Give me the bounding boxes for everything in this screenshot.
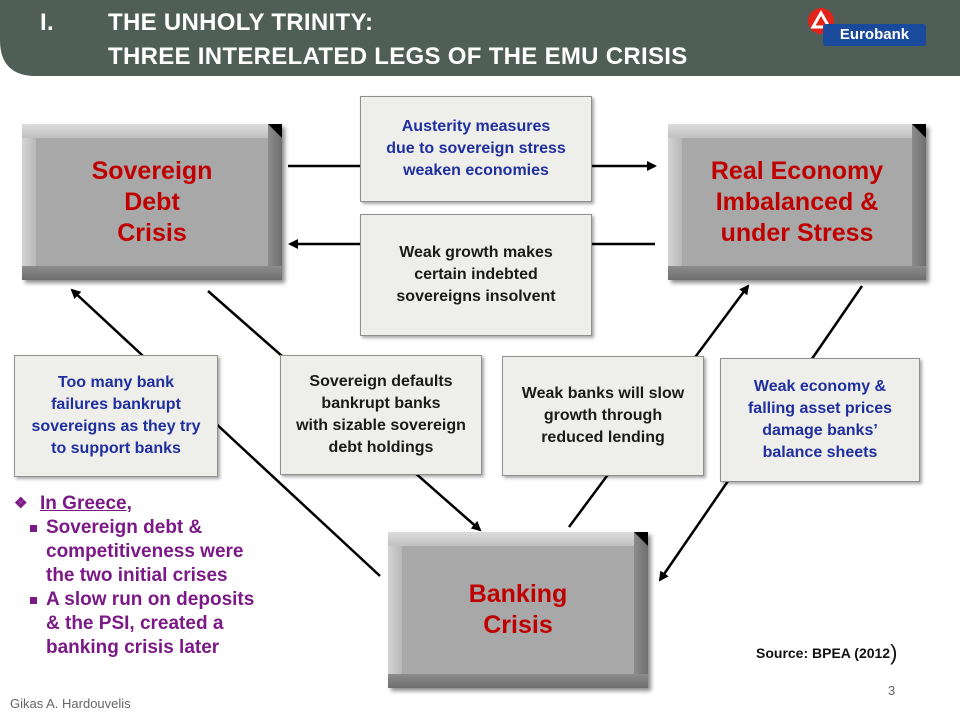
weak-banks-line-2: growth through	[543, 407, 663, 424]
greece-item-1-line-3: the two initial crises	[46, 565, 228, 586]
sovereign-line-2: Debt	[124, 187, 180, 216]
header-bar	[0, 0, 960, 76]
greece-heading: In Greece	[40, 493, 127, 514]
header-notch	[0, 40, 36, 76]
greece-item: A slow run on deposits & the PSI, create…	[14, 588, 294, 660]
square-bullet-icon	[30, 525, 37, 532]
source-citation: Source: BPEA (2012)	[756, 640, 897, 666]
arrow-banking-to-sovereign	[70, 288, 381, 577]
greece-item-2-line-1: A slow run on deposits	[46, 589, 255, 610]
weak-banks-line-1: Weak banks will slow	[521, 385, 685, 402]
greece-item-1-line-2: competitiveness were	[46, 541, 244, 562]
real-economy-line-3: under Stress	[720, 218, 874, 247]
note-weak-banks: Weak banks will slow growth through redu…	[502, 356, 704, 476]
note-weak-economy: Weak economy & falling asset prices dama…	[720, 358, 920, 482]
title-line-1: THE UNHOLY TRINITY:	[108, 9, 374, 36]
sovereign-defaults-line-1: Sovereign defaults	[309, 373, 453, 390]
weak-economy-line-2: falling asset prices	[747, 400, 893, 417]
sovereign-line-3: Crisis	[117, 218, 187, 247]
bank-failures-line-2: failures bankrupt	[51, 396, 181, 413]
eurobank-logo-text: Eurobank	[823, 24, 926, 46]
greece-item-2-line-2: & the PSI, created a	[46, 613, 224, 634]
sovereign-defaults-line-2: bankrupt banks	[321, 395, 441, 412]
banking-line-1: Banking	[468, 580, 568, 608]
weak-growth-line-2: certain indebted	[414, 266, 538, 283]
author-name: Gikas A. Hardouvelis	[10, 696, 131, 711]
page-number: 3	[888, 683, 896, 698]
section-number: I.	[40, 9, 54, 36]
weak-growth-line-1: Weak growth makes	[399, 244, 553, 261]
title-line-2: THREE INTERELATED LEGS OF THE EMU CRISIS	[108, 43, 688, 70]
weak-economy-line-4: balance sheets	[762, 444, 878, 461]
greece-notes: ❖ In Greece, Sovereign debt & competitiv…	[14, 492, 294, 660]
note-austerity: Austerity measures due to sovereign stre…	[360, 96, 592, 202]
banking-crisis-box: Banking Crisis	[388, 532, 648, 688]
sovereign-defaults-line-4: debt holdings	[328, 439, 434, 456]
austerity-line-1: Austerity measures	[401, 118, 551, 135]
weak-economy-line-1: Weak economy &	[753, 378, 887, 395]
diamond-bullet-icon: ❖	[14, 495, 28, 512]
weak-growth-line-3: sovereigns insolvent	[396, 288, 556, 305]
square-bullet-icon	[30, 597, 37, 604]
greece-heading-suffix: ,	[126, 493, 132, 514]
banking-line-2: Crisis	[483, 611, 553, 639]
sovereign-debt-crisis-box: Sovereign Debt Crisis	[22, 124, 282, 280]
real-economy-line-1: Real Economy	[710, 156, 884, 185]
austerity-line-2: due to sovereign stress	[386, 140, 566, 157]
greece-item: Sovereign debt & competitiveness were th…	[14, 516, 294, 588]
greece-item-1-line-1: Sovereign debt &	[46, 517, 203, 538]
bank-failures-line-4: to support banks	[51, 440, 181, 457]
slide-title: I. THE UNHOLY TRINITY: THREE INTERELATED …	[40, 6, 688, 74]
weak-economy-line-3: damage banks’	[762, 422, 878, 439]
bank-failures-line-1: Too many bank	[57, 374, 175, 391]
note-weak-growth: Weak growth makes certain indebted sover…	[360, 214, 592, 336]
austerity-line-3: weaken economies	[403, 162, 549, 179]
weak-banks-line-3: reduced lending	[541, 429, 665, 446]
source-paren: )	[890, 640, 898, 665]
source-label: Source: BPEA (2012	[756, 645, 891, 661]
greece-item-2-line-3: banking crisis later	[46, 637, 220, 658]
real-economy-line-2: Imbalanced &	[715, 187, 879, 216]
sovereign-defaults-line-3: with sizable sovereign	[296, 417, 466, 434]
bank-failures-line-3: sovereigns as they try	[31, 418, 201, 435]
note-sovereign-defaults: Sovereign defaults bankrupt banks with s…	[280, 355, 482, 475]
sovereign-line-1: Sovereign	[91, 156, 213, 185]
real-economy-box: Real Economy Imbalanced & under Stress	[668, 124, 926, 280]
note-bank-failures: Too many bank failures bankrupt sovereig…	[14, 355, 218, 477]
